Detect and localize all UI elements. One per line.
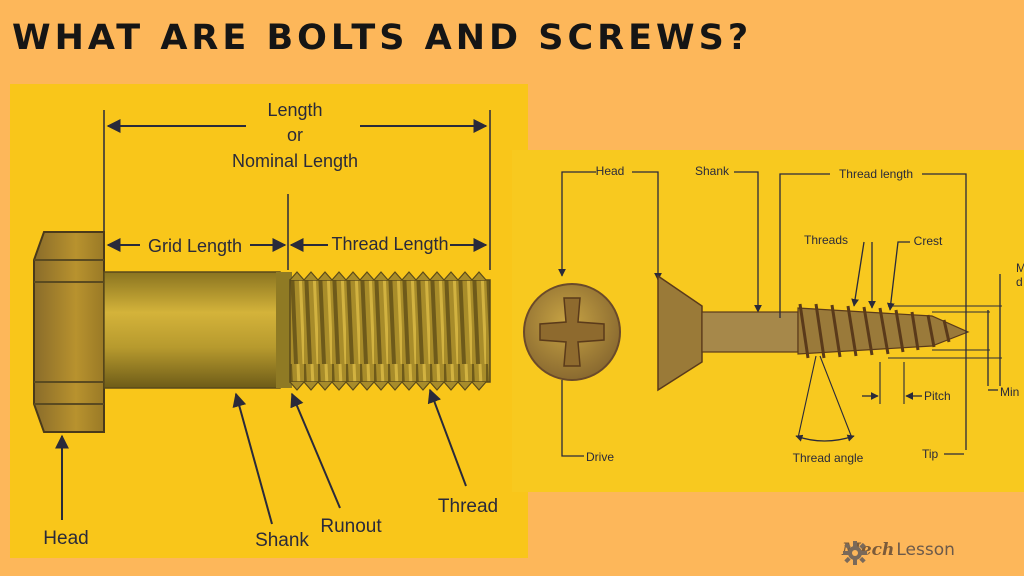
pitch-label: Pitch <box>924 389 951 403</box>
runout-label: Runout <box>320 516 382 537</box>
screw-shank-body <box>701 311 799 353</box>
nominal-length-label: Nominal Length <box>232 151 358 171</box>
crest-label: Crest <box>914 234 943 248</box>
screw-countersunk-head <box>657 274 703 392</box>
crest-leader <box>886 241 910 311</box>
bolt-diagram: Length or Nominal Length Grid Length Thr… <box>33 100 498 551</box>
brand-name-part2: Lesson <box>896 540 955 560</box>
minor-diameter-label: Min <box>1000 385 1019 399</box>
thread-length-label: Thread Length <box>331 234 448 254</box>
bolt-threads <box>289 271 491 391</box>
bolt-shank <box>103 271 281 389</box>
drive-leader <box>561 380 584 457</box>
shank-leader <box>232 392 273 525</box>
length-label: Length <box>267 100 322 120</box>
screw-head-leader-left <box>558 171 596 277</box>
screw-head-label: Head <box>596 164 625 178</box>
bolt-diagram-panel: Length or Nominal Length Grid Length Thr… <box>10 84 528 558</box>
screw-threads <box>797 303 970 359</box>
threads-leader-1 <box>851 241 865 307</box>
shank-label: Shank <box>255 530 309 551</box>
runout-leader <box>290 392 341 509</box>
thread-leader <box>427 388 467 487</box>
screw-diagram: Head Drive Shank Thread length Threads C <box>523 164 1024 465</box>
thread-length-bracket-left <box>779 173 830 318</box>
tip-label: Tip <box>922 447 939 461</box>
major-diameter-label-2: d <box>1016 275 1023 289</box>
thread-angle-line-left <box>797 355 817 439</box>
bolt-head <box>33 231 105 433</box>
gear-icon <box>843 541 867 565</box>
drive-disc <box>523 283 621 381</box>
screw-head-leader-right <box>632 171 662 281</box>
thread-angle-line-right <box>819 355 853 439</box>
screw-diagram-panel: Head Drive Shank Thread length Threads C <box>512 150 1024 492</box>
threads-label: Threads <box>804 233 848 247</box>
bolt-runout <box>276 272 292 388</box>
thread-label: Thread <box>438 496 498 517</box>
head-label: Head <box>43 528 88 549</box>
grid-length-label: Grid Length <box>148 236 242 256</box>
screw-thread-length-label: Thread length <box>839 167 913 181</box>
thread-angle-label: Thread angle <box>793 451 864 465</box>
screw-shank-leader <box>734 171 762 313</box>
length-or-label: or <box>287 125 303 145</box>
major-diameter-label-1: M <box>1016 261 1024 275</box>
page-title: WHAT ARE BOLTS AND SCREWS? <box>12 18 753 58</box>
screw-shank-label: Shank <box>695 164 730 178</box>
drive-label: Drive <box>586 450 614 464</box>
thread-angle-arc <box>795 434 855 442</box>
